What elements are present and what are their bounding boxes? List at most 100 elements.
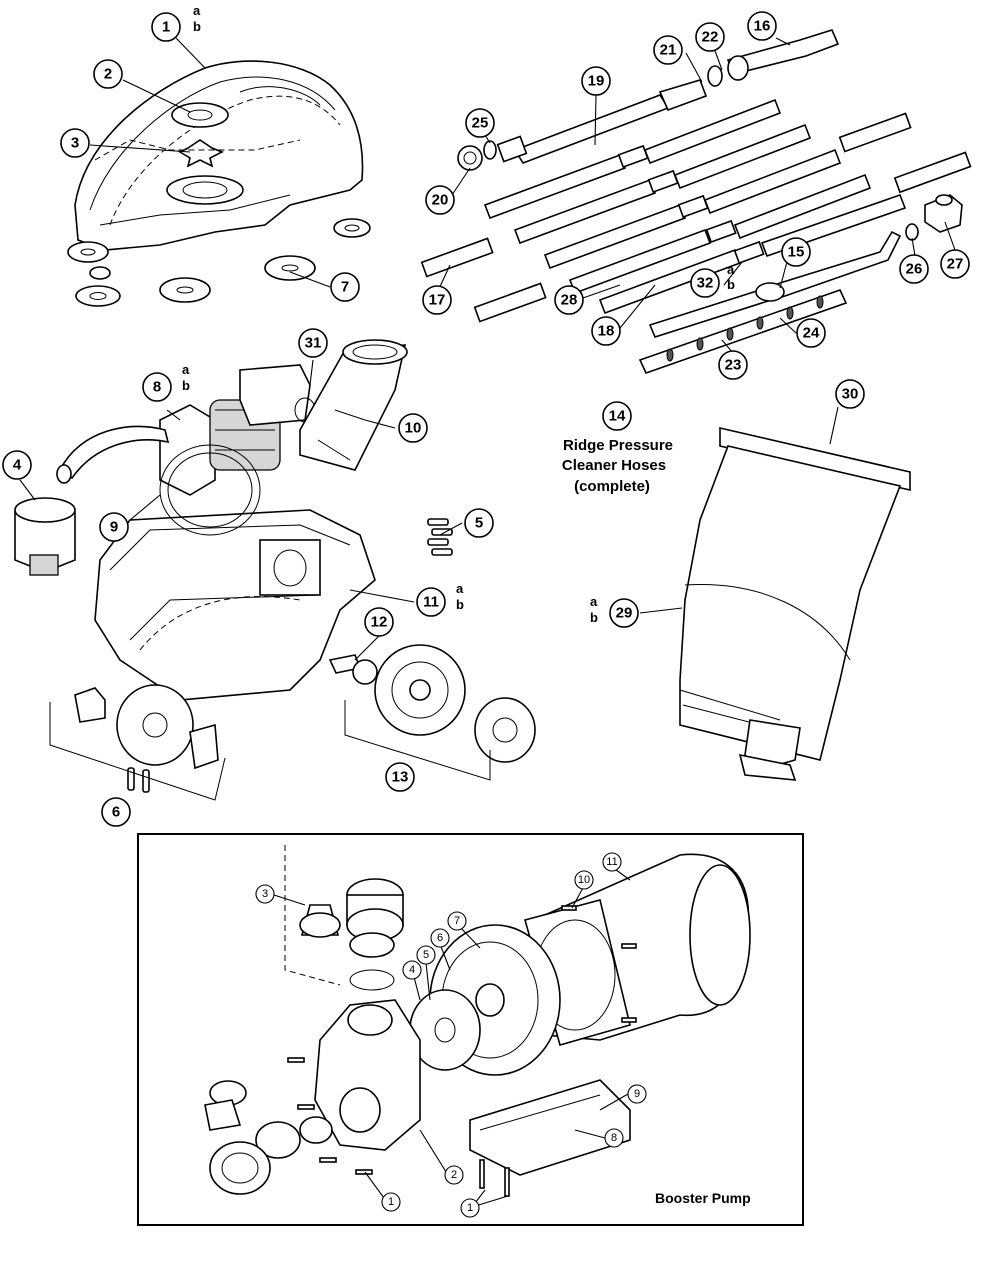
callout-5: 5 [464,508,494,538]
svg-text:6: 6 [437,932,443,944]
suffix-b-8: b [182,378,190,393]
pump-callout-5: 5 [416,945,436,965]
pump-callout-11: 11 [602,852,622,872]
svg-text:27: 27 [947,256,964,273]
callout-28: 28 [554,285,584,315]
svg-text:9: 9 [110,519,118,536]
pump-callout-1-left: 1 [381,1192,401,1212]
pump-callout-3: 3 [255,884,275,904]
callout-10: 10 [398,413,428,443]
svg-text:3: 3 [262,888,268,900]
callout-3: 3 [60,128,90,158]
svg-text:9: 9 [634,1088,640,1100]
pump-callout-4: 4 [402,960,422,980]
svg-text:11: 11 [423,594,439,611]
top-cover-assembly [67,60,371,307]
suffix-b-1: b [193,19,201,34]
callout-31: 31 [298,328,328,358]
pump-callout-9: 9 [627,1084,647,1104]
svg-text:4: 4 [13,457,22,474]
svg-text:20: 20 [432,192,449,209]
callout-17: 17 [422,285,452,315]
svg-text:31: 31 [305,335,322,352]
svg-text:15: 15 [788,244,805,261]
chassis-assembly [14,339,536,801]
suffix-a-29: a [590,594,598,609]
svg-text:10: 10 [578,874,590,886]
svg-text:21: 21 [660,42,677,59]
svg-text:8: 8 [153,379,161,396]
suffix-a-8: a [182,362,190,377]
pump-callout-6: 6 [430,928,450,948]
callout-9: 9 [99,512,129,542]
callout-25: 25 [465,108,495,138]
suffix-b-29: b [590,610,598,625]
svg-text:2: 2 [451,1169,457,1181]
hoses-label-line2: Cleaner Hoses [562,457,666,474]
callout-30: 30 [835,379,865,409]
svg-text:23: 23 [725,357,742,374]
suffix-a-32: a [727,262,735,277]
suffix-a-11: a [456,581,464,596]
svg-text:5: 5 [475,515,483,532]
callout-14: 14 [602,401,632,431]
callout-13: 13 [385,762,415,792]
svg-text:17: 17 [429,292,446,309]
callout-2: 2 [93,59,123,89]
callout-20: 20 [425,185,455,215]
suffix-b-11: b [456,597,464,612]
svg-text:8: 8 [611,1132,617,1144]
svg-text:4: 4 [409,964,415,976]
hose-assembly [420,29,972,374]
svg-text:16: 16 [754,18,771,35]
callout-12: 12 [364,607,394,637]
svg-text:14: 14 [609,408,626,425]
svg-text:25: 25 [472,115,489,132]
hoses-label-line3: (complete) [574,478,650,495]
booster-pump-title: Booster Pump [655,1190,751,1206]
svg-text:12: 12 [371,614,388,631]
svg-text:28: 28 [561,292,578,309]
pump-callout-7: 7 [447,911,467,931]
booster-pump-panel [137,833,804,1226]
callout-7: 7 [330,272,360,302]
callout-32: 32 [690,268,720,298]
svg-text:6: 6 [112,804,120,821]
svg-text:1: 1 [388,1196,394,1208]
svg-text:7: 7 [454,915,460,927]
pump-callout-10: 10 [574,870,594,890]
callout-24: 24 [796,318,826,348]
hoses-label-line1: Ridge Pressure [563,437,673,454]
svg-text:13: 13 [392,769,409,786]
svg-text:22: 22 [702,29,719,46]
callout-27: 27 [940,249,970,279]
callout-6: 6 [101,797,131,827]
svg-text:26: 26 [906,261,923,278]
callout-22: 22 [695,22,725,52]
svg-text:30: 30 [842,386,859,403]
svg-text:2: 2 [104,66,112,83]
callout-15: 15 [781,237,811,267]
svg-text:18: 18 [598,323,615,340]
filter-bag [679,426,911,781]
svg-text:7: 7 [341,279,349,296]
svg-text:3: 3 [71,135,79,152]
callout-21: 21 [653,35,683,65]
suffix-a-1: a [193,3,201,18]
callout-16: 16 [747,11,777,41]
svg-text:11: 11 [606,856,617,868]
callout-8: 8 [142,372,172,402]
svg-text:32: 32 [697,275,714,292]
callout-4: 4 [2,450,32,480]
pump-callout-8: 8 [604,1128,624,1148]
callout-18: 18 [591,316,621,346]
pump-callout-2: 2 [444,1165,464,1185]
callout-19: 19 [581,66,611,96]
svg-text:10: 10 [405,420,422,437]
pump-callout-1-right: 1 [460,1198,480,1218]
svg-text:29: 29 [616,605,633,622]
callout-26: 26 [899,254,929,284]
svg-text:5: 5 [423,949,429,961]
callout-29: 29 [609,598,639,628]
